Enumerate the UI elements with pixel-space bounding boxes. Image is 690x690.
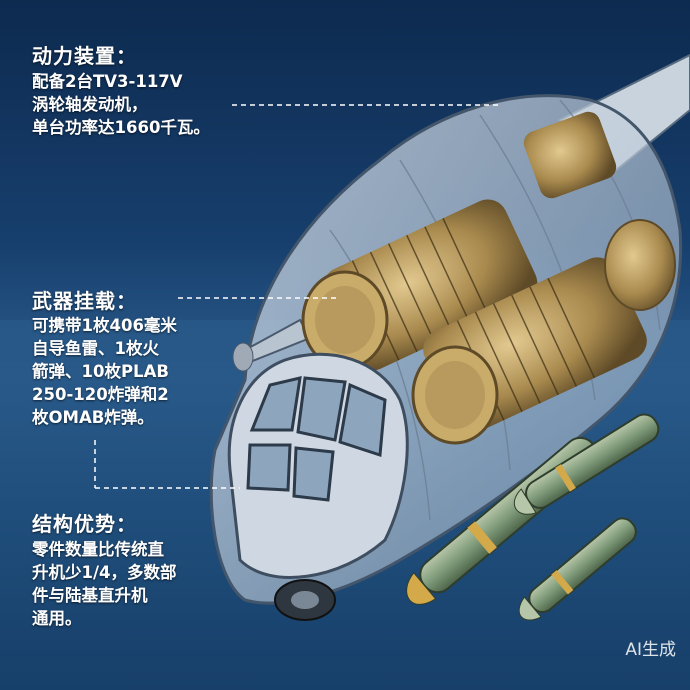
weapons-body: 可携带1枚406毫米 自导鱼雷、1枚火 箭弹、10枚PLAB 250-120炸弹… <box>32 314 177 429</box>
power-heading: 动力装置： <box>32 44 137 68</box>
weapons-line: 枚OMAB炸弹。 <box>32 408 154 427</box>
wing-pod <box>232 342 254 372</box>
gearbox <box>523 111 676 311</box>
weapons-heading: 武器挂载： <box>32 289 137 313</box>
power-line: 涡轮轴发动机， <box>32 95 148 114</box>
cockpit-windows <box>246 376 387 502</box>
engine-lower <box>411 257 647 445</box>
structure-line: 升机少1/4，多数部 <box>32 563 177 582</box>
weapons-line: 可携带1枚406毫米 <box>32 316 177 335</box>
structure-line: 件与陆基直升机 <box>32 586 148 605</box>
power-line: 配备2台TV3-117V <box>32 72 183 91</box>
weapons-line: 250-120炸弹和2 <box>32 385 169 404</box>
weapons-line: 自导鱼雷、1枚火 <box>32 339 159 358</box>
ai-generated-watermark: AI生成 <box>625 640 676 660</box>
engine-upper <box>301 199 538 371</box>
power-body: 配备2台TV3-117V 涡轮轴发动机， 单台功率达1660千瓦。 <box>32 70 210 139</box>
structure-line: 通用。 <box>32 609 82 628</box>
bomb-upper <box>513 413 660 515</box>
structure-line: 零件数量比传统直 <box>32 540 164 559</box>
weapons-line: 箭弹、10枚PLAB <box>32 362 169 381</box>
structure-body: 零件数量比传统直 升机少1/4，多数部 件与陆基直升机 通用。 <box>32 538 177 630</box>
landing-gear <box>274 579 336 621</box>
structure-heading: 结构优势： <box>32 512 137 536</box>
bomb-lower <box>518 517 637 621</box>
power-line: 单台功率达1660千瓦。 <box>32 118 210 137</box>
